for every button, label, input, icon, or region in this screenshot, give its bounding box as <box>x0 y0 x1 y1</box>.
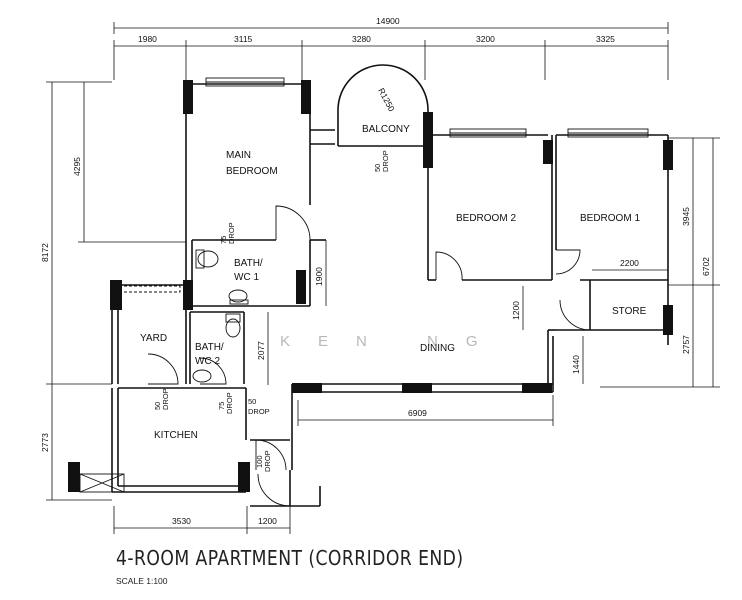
yard-label: YARD <box>140 333 167 344</box>
scale-label: SCALE 1:100 <box>116 576 168 586</box>
windows <box>79 77 649 493</box>
bath-wc2-label-2: WC 2 <box>195 356 220 367</box>
walls <box>111 64 669 507</box>
bathroom-fixtures <box>192 249 249 383</box>
dim-step-1200: 1200 <box>511 301 521 320</box>
drop-2-value: 50 <box>373 164 382 172</box>
drop-1-value: 75 <box>219 236 228 244</box>
dim-left-lower: 2773 <box>40 433 50 452</box>
dim-top-2: 3115 <box>234 34 253 44</box>
dimension-labels: 14900 1980 3115 3280 3200 3325 8172 4295… <box>40 16 711 526</box>
drop-4-label: DROP <box>225 392 234 414</box>
dim-top-3: 3280 <box>352 34 371 44</box>
dim-step-1440: 1440 <box>571 355 581 374</box>
drop-2-label: DROP <box>381 150 390 172</box>
dim-store-width: 2200 <box>620 258 639 268</box>
bedroom-1-label: BEDROOM 1 <box>580 213 640 224</box>
structural-columns <box>68 80 673 492</box>
drop-notes: 75 DROP 50 DROP 50 DROP 75 DROP 50 DROP … <box>153 150 390 472</box>
store-label: STORE <box>612 306 647 317</box>
bedroom-2-label: BEDROOM 2 <box>456 213 516 224</box>
drop-4-value: 75 <box>217 402 226 410</box>
plan-title: 4-ROOM APARTMENT (CORRIDOR END) <box>116 546 464 570</box>
bath-wc2-label-1: BATH/ <box>195 342 224 353</box>
dim-right-total: 6702 <box>701 257 711 276</box>
dim-right-upper: 3945 <box>681 207 691 226</box>
dim-top-1: 1980 <box>138 34 157 44</box>
drop-4b-value: 50 <box>248 397 256 406</box>
dim-bottom-left: 3530 <box>172 516 191 526</box>
dim-top-4: 3200 <box>476 34 495 44</box>
drop-5-value: 100 <box>255 455 264 468</box>
main-bedroom-label-1: MAIN <box>226 150 251 161</box>
dim-right-lower: 2757 <box>681 335 691 354</box>
dim-dining-width: 6909 <box>408 408 427 418</box>
dim-balcony-radius: R1250 <box>376 86 397 113</box>
bath-wc1-label-1: BATH/ <box>234 258 263 269</box>
dim-top-5: 3325 <box>596 34 615 44</box>
drop-3-label: DROP <box>161 388 170 410</box>
dim-left-upper: 4295 <box>72 157 82 176</box>
dim-bottom-right: 1200 <box>258 516 277 526</box>
drop-3-value: 50 <box>153 402 162 410</box>
room-labels: MAIN BEDROOM BALCONY BEDROOM 2 BEDROOM 1… <box>140 124 647 441</box>
main-bedroom-label-2: BEDROOM <box>226 166 278 177</box>
dim-total-width: 14900 <box>376 16 400 26</box>
dim-wc2-height: 2077 <box>256 341 266 360</box>
bath-wc1-label-2: WC 1 <box>234 272 259 283</box>
watermark: KEN NG <box>280 333 506 350</box>
dim-left-total: 8172 <box>40 243 50 262</box>
balcony-label: BALCONY <box>362 124 410 135</box>
drop-4b-label: DROP <box>248 407 270 416</box>
dim-wc1-height: 1900 <box>314 267 324 286</box>
doors <box>147 205 591 507</box>
drop-5-label: DROP <box>263 450 272 472</box>
kitchen-label: KITCHEN <box>154 430 198 441</box>
dimension-lines <box>46 22 720 534</box>
drop-1-label: DROP <box>227 222 236 244</box>
dining-label: DINING <box>420 343 455 354</box>
